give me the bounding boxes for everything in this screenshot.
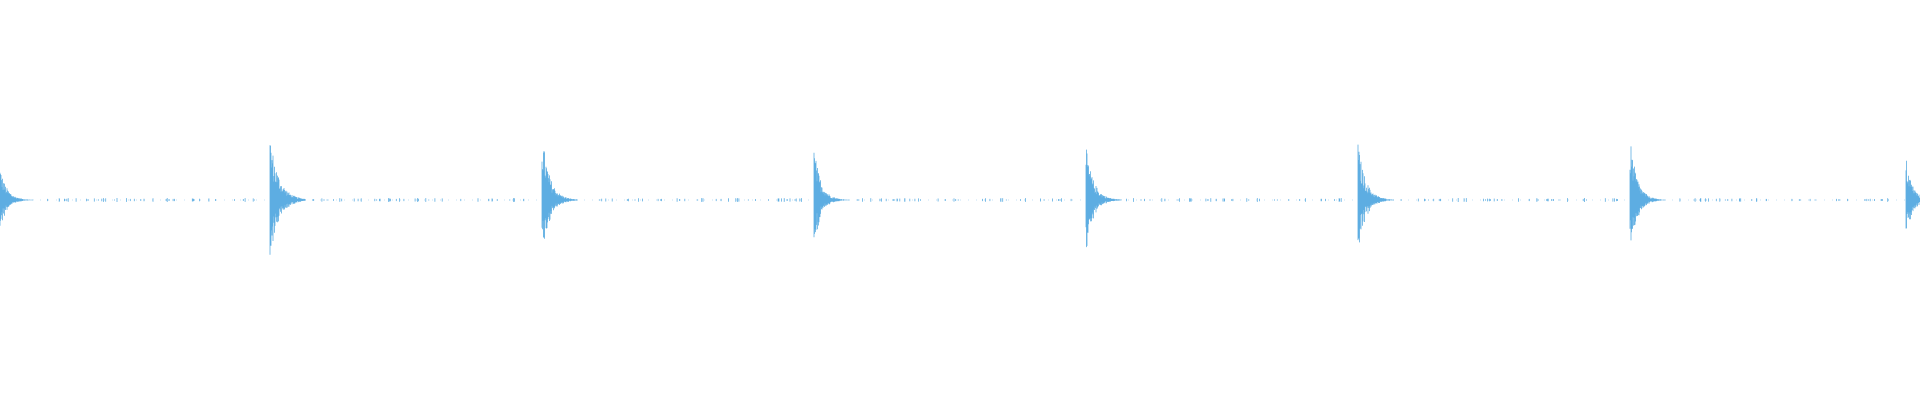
waveform-pulse xyxy=(1357,144,1618,243)
pulse-burst xyxy=(1085,149,1122,248)
pulse-burst xyxy=(0,172,34,226)
waveform-pulse xyxy=(813,152,1072,238)
pulse-burst xyxy=(813,152,850,238)
pulse-burst xyxy=(1629,146,1666,241)
pulse-burst xyxy=(1905,160,1920,229)
pulse-burst xyxy=(1357,144,1394,243)
waveform-pulse xyxy=(1085,149,1342,248)
waveform-pulse xyxy=(0,172,256,226)
waveform-pulse xyxy=(1905,160,1920,229)
waveform-pulses xyxy=(0,144,1920,255)
pulse-burst xyxy=(269,145,306,255)
waveform-pulse xyxy=(269,145,525,255)
waveform-pulse xyxy=(541,151,802,239)
pulse-burst xyxy=(541,151,578,239)
waveform-pulse xyxy=(1629,146,1889,241)
